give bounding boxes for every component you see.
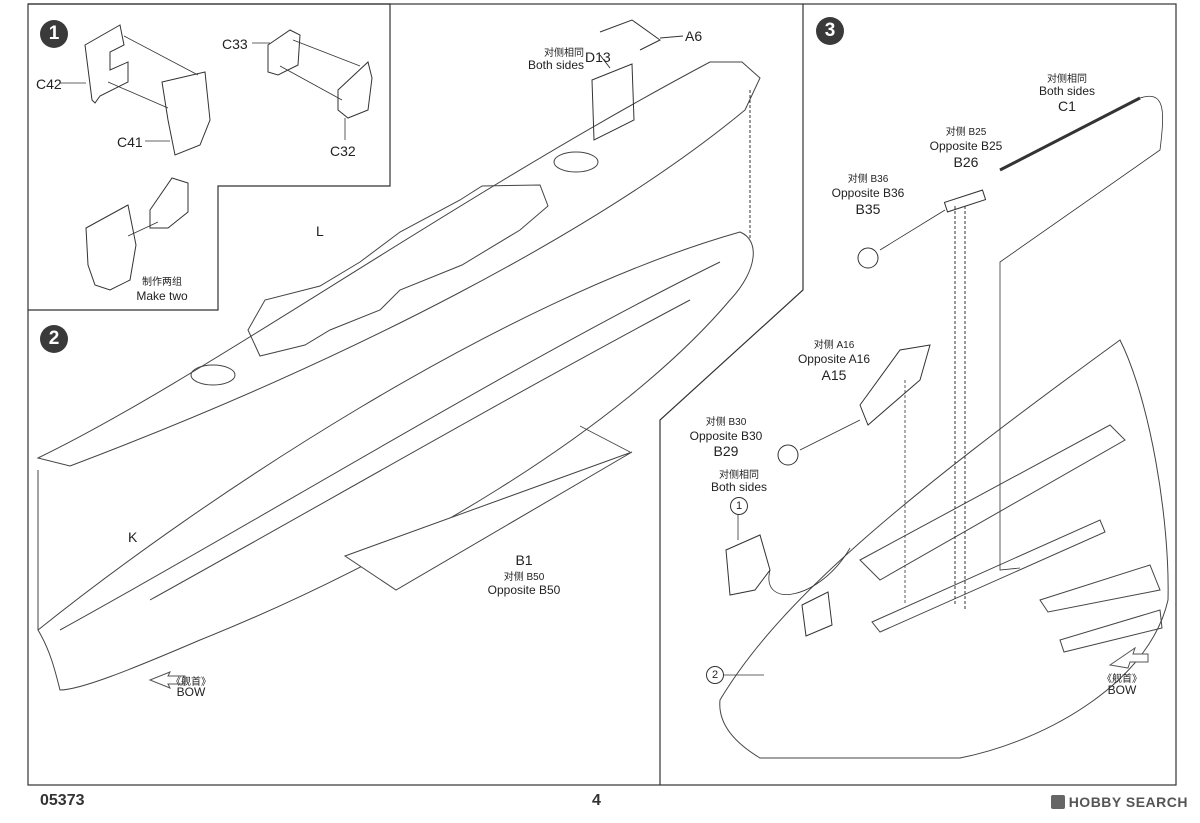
step3-parts: [725, 96, 1141, 637]
bow-arrow-icon-3: [1108, 646, 1149, 669]
label-b1-opp: Opposite B50: [487, 583, 561, 597]
step-marker-3: 3: [816, 17, 844, 45]
label-c42: C42: [36, 76, 62, 92]
label-d13-both-sides-cn: 对侧相同: [544, 48, 584, 59]
step2-railings: [591, 19, 751, 240]
label-bow-2: BOW: [176, 685, 206, 699]
label-a15-cn: 对侧 A16: [813, 340, 855, 351]
label-b35-cn: 对侧 B36: [847, 174, 889, 185]
label-a6: A6: [685, 28, 703, 44]
ref-step-1: 1: [730, 497, 748, 515]
product-code: 05373: [40, 792, 85, 809]
label-c33: C33: [222, 36, 248, 52]
step-marker-2: 2: [40, 325, 68, 353]
label-c1-both: Both sides: [1038, 84, 1096, 98]
label-b26-cn: 对侧 B25: [945, 127, 987, 138]
label-make-two-cn: 制作两组: [142, 277, 182, 288]
label-bow-3: BOW: [1107, 683, 1137, 697]
step-marker-1: 1: [40, 20, 68, 48]
step2-hull: [37, 231, 754, 691]
label-make-two: Make two: [136, 289, 188, 303]
ref-step-2: 2: [706, 666, 724, 684]
label-c1: C1: [1058, 98, 1076, 114]
brand-watermark: HOBBY SEARCH: [1050, 794, 1188, 810]
label-d13: D13: [585, 49, 611, 65]
label-b1-opp-cn: 对侧 B50: [503, 572, 545, 583]
label-k: K: [128, 529, 138, 545]
label-both-sides: Both sides: [710, 480, 768, 494]
label-c1-cn: 对侧相同: [1047, 74, 1087, 85]
hobby-search-logo-icon: [1050, 795, 1065, 809]
label-a15: A15: [821, 367, 847, 383]
label-l: L: [316, 223, 324, 239]
label-c41: C41: [117, 134, 143, 150]
step3-stern: [719, 339, 1169, 759]
step1-leaders: [60, 35, 361, 237]
label-both-sides-cn: 对侧相同: [719, 470, 759, 481]
step1-parts: [84, 24, 373, 291]
step3-leaders: [720, 96, 1164, 676]
label-b35-opp: Opposite B36: [831, 186, 905, 200]
label-b26-opp: Opposite B25: [929, 139, 1003, 153]
label-b35: B35: [855, 201, 881, 217]
brand-text: HOBBY SEARCH: [1068, 794, 1188, 810]
step2-deck: [36, 61, 761, 467]
label-a15-opp: Opposite A16: [797, 352, 871, 366]
label-bow-cn-2: 《舰首》: [171, 677, 211, 688]
label-d13-both-sides: Both sides: [527, 58, 585, 72]
label-c32: C32: [330, 143, 356, 159]
bow-arrow-icon-2: [148, 671, 186, 689]
label-b29: B29: [713, 443, 739, 459]
label-b1: B1: [515, 552, 533, 568]
label-bow-cn-3: 《舰首》: [1102, 674, 1142, 685]
page-number: 4: [592, 792, 601, 809]
panel-borders: [27, 3, 1177, 786]
label-b29-opp: Opposite B30: [689, 429, 763, 443]
label-b29-cn: 对侧 B30: [705, 417, 747, 428]
label-b26: B26: [953, 154, 979, 170]
